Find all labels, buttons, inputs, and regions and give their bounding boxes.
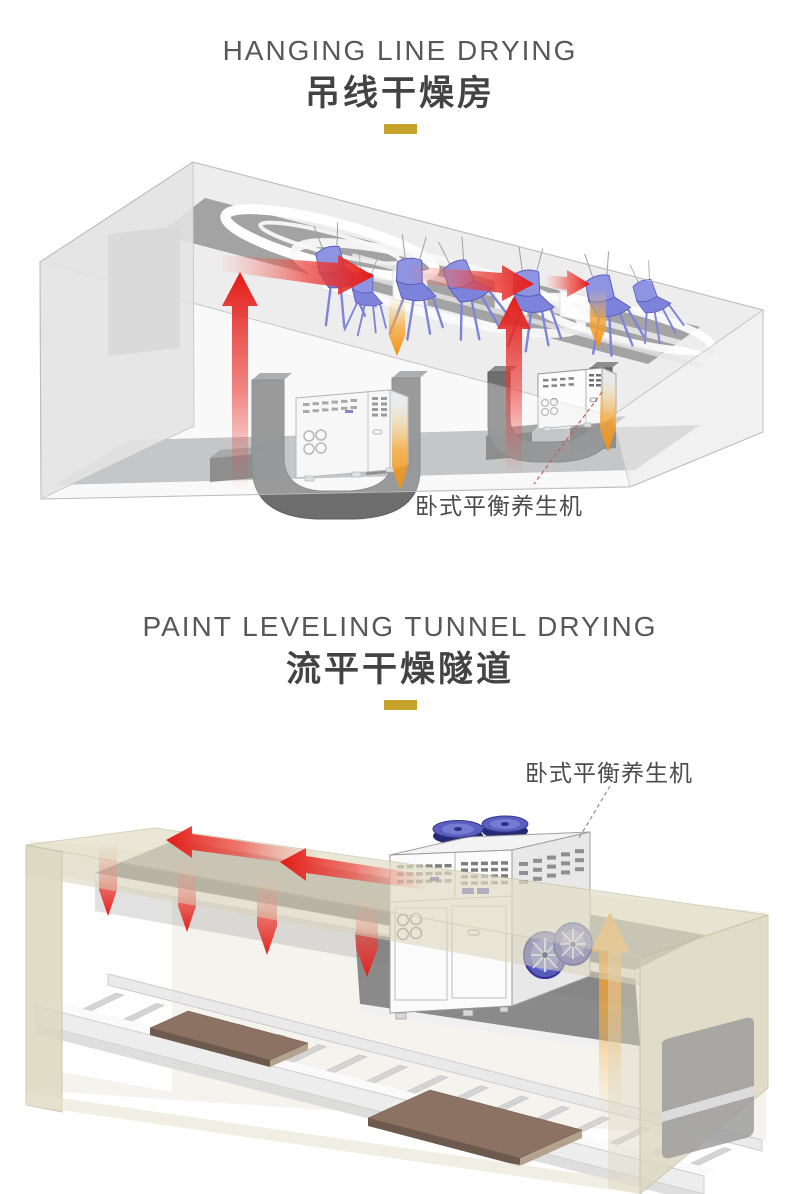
control-slot-grid — [589, 374, 601, 387]
section-1-header: HANGING LINE DRYING 吊线干燥房 — [0, 35, 800, 135]
airflow-up-arrow-icon — [497, 296, 531, 474]
axial-fan-icon — [432, 820, 484, 838]
tunnel-roof-fascia — [26, 845, 640, 986]
axial-fan-icon — [481, 815, 529, 833]
control-slot-grid — [303, 399, 357, 413]
machine-label-1: 卧式平衡养生机 — [415, 493, 583, 519]
tunnel-front-pillar — [608, 951, 642, 1194]
control-slot-grid — [543, 377, 574, 388]
tunnel-exit-window — [662, 1017, 754, 1159]
airflow-right-arrow-icon — [410, 265, 534, 301]
section-1-gold-divider — [383, 124, 417, 135]
airflow-right-arrow-icon — [222, 255, 374, 295]
room-left-face — [39, 161, 195, 500]
wooden-board-1 — [149, 1010, 309, 1067]
section-2-title-cn: 流平干燥隧道 — [285, 649, 514, 689]
paint-leveling-tunnel-illustration — [25, 785, 769, 1194]
u-return-duct-left — [251, 371, 428, 520]
leader-line-icon — [533, 391, 603, 485]
heat-down-arrow-icon — [590, 290, 606, 348]
tunnel-bottom-sill — [26, 1093, 640, 1194]
heat-down-arrow-icon — [600, 382, 616, 452]
tunnel-right-wall — [639, 914, 769, 1194]
horizontal-airflow-arrows — [166, 826, 428, 890]
section-2-title-en: PAINT LEVELING TUNNEL DRYING — [142, 611, 658, 642]
machine-label-2: 卧式平衡养生机 — [525, 760, 693, 786]
conveyor-back-rail — [107, 973, 763, 1152]
hanging-line-drying-illustration — [38, 161, 765, 520]
section-1-title-cn: 吊线干燥房 — [304, 73, 495, 113]
heat-down-arrow-icon — [392, 406, 408, 490]
room-left-window — [108, 226, 180, 356]
control-slot-grid — [372, 397, 387, 417]
control-slot-grid — [519, 849, 584, 884]
leader-line-icon — [578, 785, 611, 839]
heat-down-arrow-icon — [389, 298, 405, 356]
airflow-left-arrow-icon — [280, 848, 428, 890]
tunnel-left-frame — [25, 844, 63, 1113]
wooden-board-2 — [367, 1089, 583, 1166]
room-outline — [39, 161, 764, 500]
airflow-right-arrow-icon — [546, 270, 590, 297]
airflow-arrows — [222, 255, 616, 492]
section-2-header: PAINT LEVELING TUNNEL DRYING 流平干燥隧道 — [0, 611, 800, 711]
section-2-gold-divider — [383, 700, 417, 711]
airflow-left-arrow-icon — [166, 826, 318, 867]
airflow-up-arrow-icon — [222, 272, 258, 492]
section-1-title-en: HANGING LINE DRYING — [222, 35, 578, 66]
tunnel-shell — [25, 827, 769, 1194]
